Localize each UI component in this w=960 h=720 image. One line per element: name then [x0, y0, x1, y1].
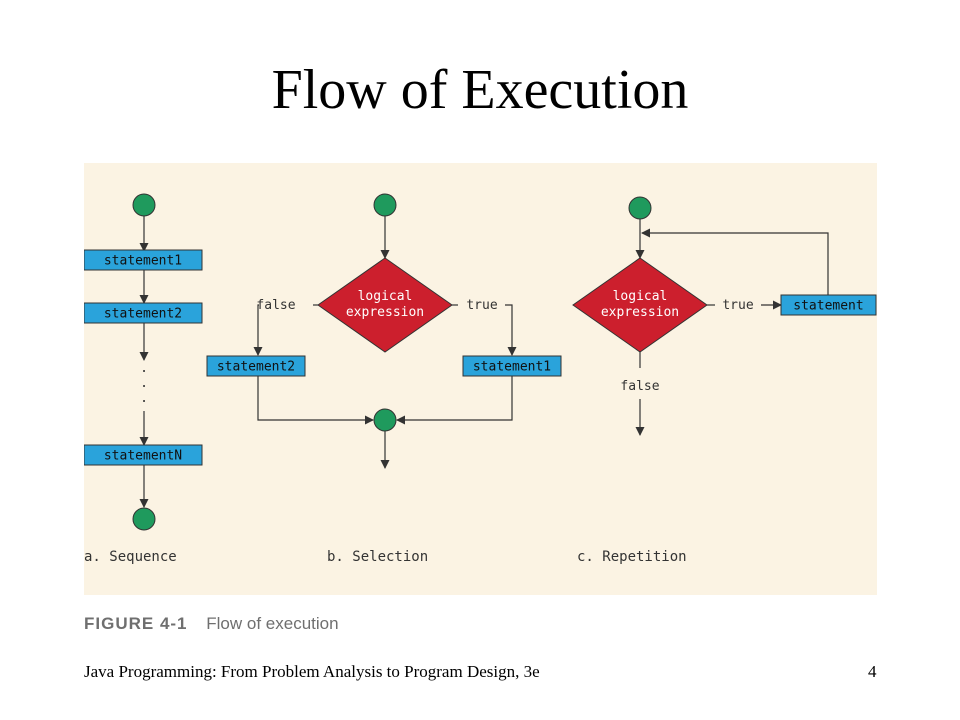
selection-false-arrow [253, 304, 263, 356]
sequence-diagram: statement1 statement2 . . . statementN a… [83, 193, 203, 565]
footer-book-title: Java Programming: From Problem Analysis … [84, 662, 540, 681]
selection-statement2-box [206, 355, 306, 377]
sequence-start-node [132, 193, 156, 217]
sequence-ellipsis-dot: . [140, 391, 148, 406]
selection-true-arrow [505, 304, 517, 356]
selection-merge-arrow [257, 376, 374, 425]
selection-start-node [373, 193, 397, 217]
selection-statement2-label: statement2 [217, 360, 295, 375]
selection-statement1-label: statement1 [473, 360, 551, 375]
repetition-start-node [628, 196, 652, 220]
sequence-statementN-box [83, 444, 203, 466]
sequence-ellipsis-dot: . [140, 376, 148, 391]
figure-caption-text: Flow of execution [206, 614, 339, 633]
selection-caption: b. Selection [327, 549, 428, 565]
sequence-end-node [132, 507, 156, 531]
footer-page-number: 4 [868, 662, 877, 681]
selection-condition-diamond [317, 257, 453, 353]
selection-merge-node [373, 408, 397, 432]
slide-title: Flow of Execution [271, 59, 689, 121]
repetition-diagram: logical expression true statement false … [572, 196, 877, 565]
repetition-condition-line1: logical [613, 289, 668, 304]
sequence-caption: a. Sequence [84, 549, 177, 565]
repetition-true-label: true [722, 298, 753, 313]
selection-merge-arrow [396, 376, 513, 425]
sequence-statement1-box [83, 249, 203, 271]
figure-caption: FIGURE 4-1 Flow of execution [84, 614, 584, 640]
selection-condition-line2: expression [346, 305, 424, 320]
flow-of-execution-figure: statement1 statement2 . . . statementN a… [83, 163, 877, 595]
sequence-statementN-label: statementN [104, 449, 182, 464]
repetition-loop-arrow [641, 228, 829, 295]
repetition-false-label: false [620, 379, 659, 394]
repetition-condition-line2: expression [601, 305, 679, 320]
sequence-statement1-label: statement1 [104, 254, 182, 269]
selection-condition-line1: logical [358, 289, 413, 304]
repetition-caption: c. Repetition [577, 549, 687, 565]
figure-background [84, 163, 877, 595]
sequence-statement2-box [83, 302, 203, 324]
figure-number: FIGURE 4-1 [84, 614, 188, 633]
selection-true-label: true [466, 298, 497, 313]
selection-diagram: logical expression false statement2 true… [206, 193, 562, 565]
sequence-statement2-label: statement2 [104, 307, 182, 322]
repetition-statement-label: statement [793, 299, 863, 314]
selection-false-label: false [256, 298, 295, 313]
sequence-ellipsis-dot: . [140, 361, 148, 376]
